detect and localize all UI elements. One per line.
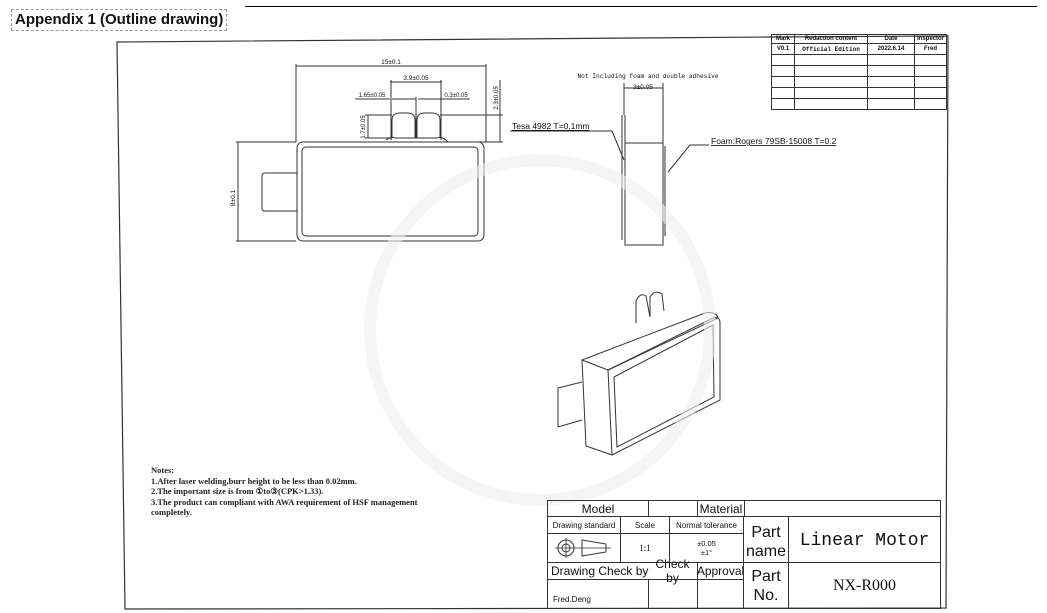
slot-left [391, 112, 416, 138]
check-by-label: Check by [648, 557, 698, 585]
model-label: Model [547, 500, 649, 517]
side-view-note: Not Including foam and double adhesive [577, 73, 718, 80]
revision-row [771, 98, 948, 110]
label-tape: Tesa 4982 T=0.1mm [512, 121, 590, 131]
approval-label: Approval [696, 562, 745, 580]
dim-slot-height: 1.7±0.05 [361, 115, 367, 139]
front-view [236, 64, 503, 242]
rev-mark: V0.1 [771, 43, 795, 55]
part-no-label: Part No. [743, 562, 789, 609]
header-inspector: Inspector [913, 34, 948, 44]
tolerance-label: Normal tolerance [669, 516, 744, 534]
drawing-label: Drawing Check by [547, 562, 649, 580]
dim-slot-width: 3.9±0.05 [403, 75, 429, 82]
revision-header-row: Mark Redaction content Date Inspector [771, 34, 948, 44]
revision-row [771, 76, 948, 88]
note-item: 3.The product can compliant with AWA req… [151, 496, 418, 507]
revision-row [771, 87, 948, 99]
rev-inspector: Fred [913, 43, 948, 55]
revision-row [771, 65, 948, 77]
checker-name [648, 579, 698, 609]
iso-slot-1 [635, 294, 651, 323]
iso-front-face [581, 359, 613, 456]
drawing-standard-label: Drawing standard [547, 516, 621, 534]
drawer-name: Fred.Deng [547, 579, 649, 609]
first-angle-projection-icon [555, 538, 611, 558]
notes: Notes:1.After laser welding,burr height … [151, 465, 418, 518]
heading-rule [245, 6, 1037, 7]
label-foam: Foam:Rogers 79SB-15008 T=0.2 [711, 136, 837, 146]
front-view-dimensions: 15±0.1 3.9±0.05 1.65±0.05 0.3±0.05 1.7±0… [230, 59, 500, 206]
notes-title: Notes: [151, 465, 175, 475]
isometric-view [557, 291, 721, 456]
model-value [648, 500, 698, 517]
scale-label: Scale [620, 516, 670, 534]
slot-right [416, 112, 441, 138]
note-item: 1.After laser welding,burr height to be … [151, 475, 357, 486]
header-redaction: Redaction content [794, 34, 868, 44]
dim-gap: 0.3±0.05 [444, 93, 468, 99]
header-date: Date [867, 34, 915, 44]
projection-symbol [547, 533, 621, 563]
page-heading: Appendix 1 (Outline drawing) [11, 9, 228, 31]
title-block: Model Material Drawing standard Scale No… [547, 500, 941, 609]
front-body-outer [296, 141, 485, 242]
front-tab [261, 172, 297, 212]
dim-left: 1.65±0.05 [359, 93, 386, 99]
note-item: 2.The important size is from ①to③(CPK>1.… [151, 486, 324, 496]
part-name: Linear Motor [788, 516, 941, 563]
rev-content: Official Edition [794, 43, 868, 55]
dim-width: 15±0.1 [381, 59, 401, 66]
part-no: NX-R000 [788, 562, 941, 609]
revision-table: Mark Redaction content Date Inspector V0… [771, 34, 948, 110]
tolerance-linear: ±0.05 [697, 539, 716, 548]
revision-row: V0.1 Official Edition 2022.6.14 Fred [771, 43, 948, 55]
rev-date: 2022.6.14 [867, 43, 915, 55]
front-body-inner [301, 146, 479, 237]
tolerance-angular: ±1° [700, 548, 713, 557]
iso-slot-2 [649, 291, 665, 317]
approver-name [697, 579, 744, 609]
part-name-label: Part name [743, 516, 789, 563]
watermark [364, 154, 716, 506]
dim-top-height: 2.3±0.05 [494, 86, 500, 110]
dim-thickness: 3±0.05 [633, 84, 653, 91]
side-body [624, 142, 664, 246]
iso-tab [557, 381, 583, 428]
material-label: Material [697, 500, 745, 517]
material-value [744, 500, 941, 517]
iso-top-face [581, 312, 719, 371]
header-mark: Mark [771, 34, 795, 44]
dim-height: 8±0.1 [230, 190, 237, 207]
note-item: completely. [151, 507, 192, 517]
drawing-border [116, 35, 949, 610]
revision-row [771, 54, 948, 66]
